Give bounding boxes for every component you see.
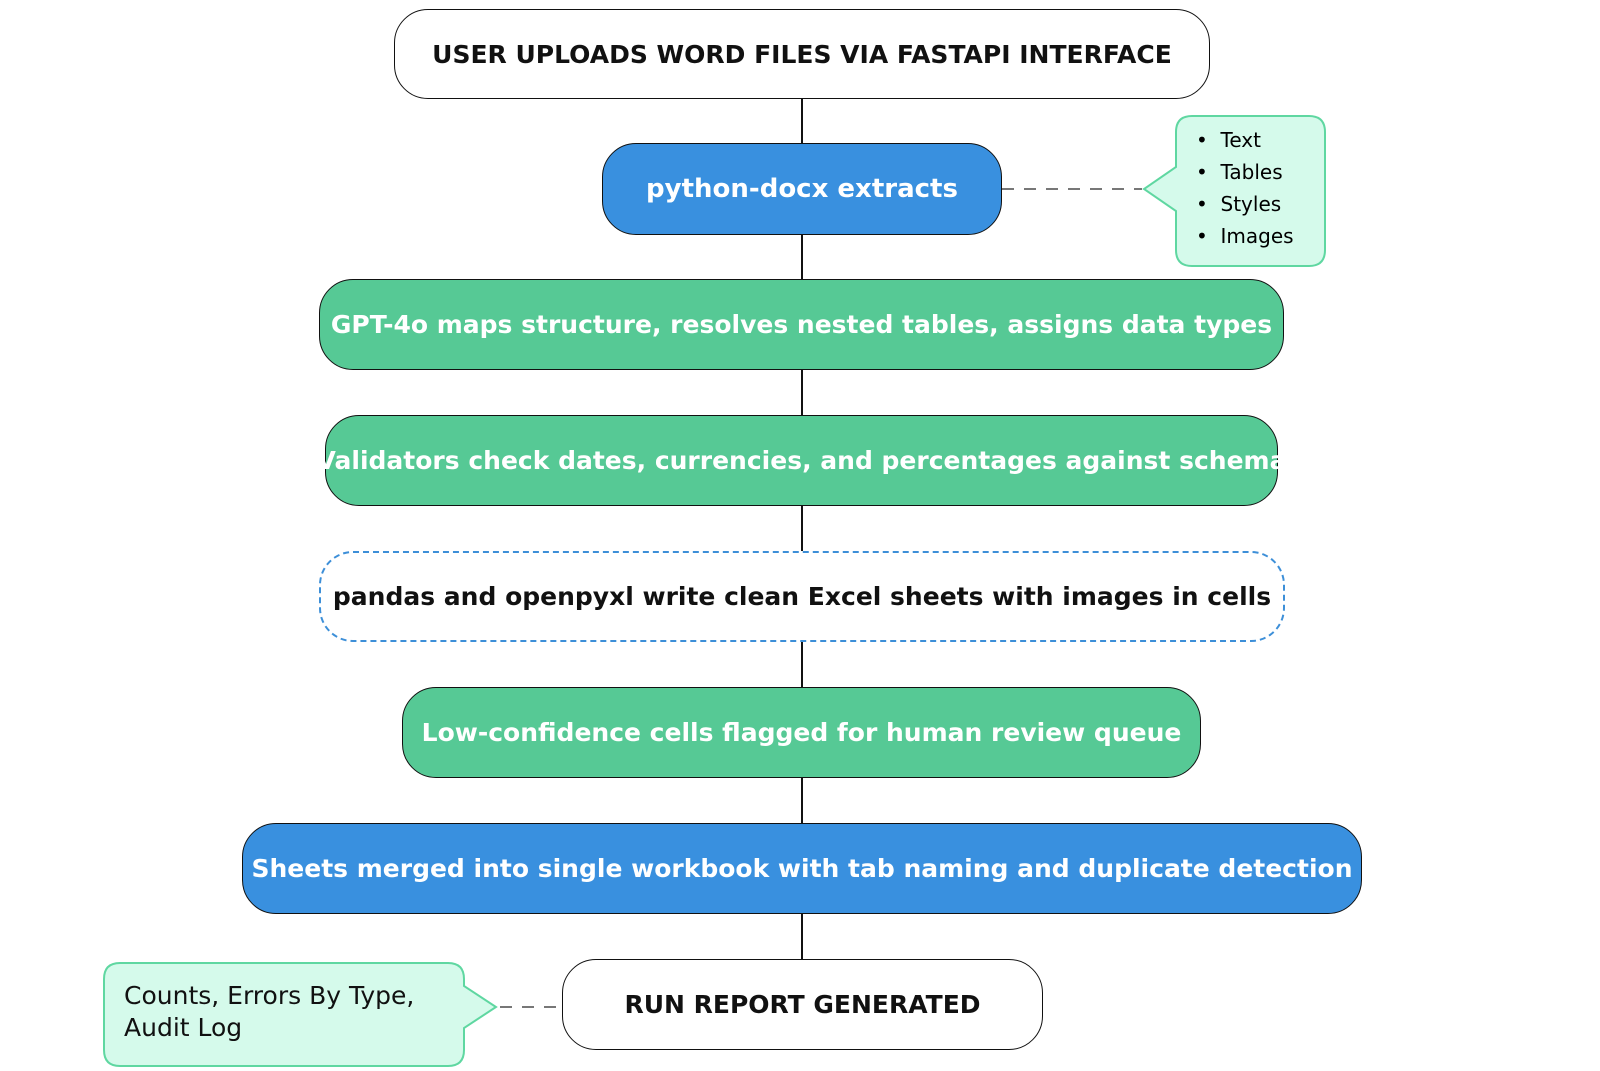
flag-label: Low-confidence cells flagged for human r… (421, 718, 1182, 747)
extract-note-callout (1142, 115, 1326, 267)
extract-note-item: • Text (1196, 128, 1261, 152)
upload-node: USER UPLOADS WORD FILES VIA FASTAPI INTE… (394, 9, 1210, 99)
upload-label: USER UPLOADS WORD FILES VIA FASTAPI INTE… (432, 39, 1172, 69)
extract-note: • Text • Tables • Styles • Images (1196, 124, 1316, 254)
extract-note-list: • Text • Tables • Styles • Images (1196, 124, 1316, 252)
report-node: RUN REPORT GENERATED (562, 959, 1043, 1050)
merge-label: Sheets merged into single workbook with … (251, 854, 1353, 883)
extract-node: python-docx extracts (602, 143, 1002, 235)
write-node: pandas and openpyxl write clean Excel sh… (319, 551, 1285, 642)
map-node: GPT-4o maps structure, resolves nested t… (319, 279, 1284, 370)
extract-label: python-docx extracts (646, 174, 958, 204)
validate-label: Validators check dates, currencies, and … (316, 446, 1287, 475)
report-note-line: Counts, Errors By Type, (124, 981, 415, 1010)
validate-node: Validators check dates, currencies, and … (317, 415, 1286, 506)
report-note-line: Audit Log (124, 1013, 243, 1042)
report-label: RUN REPORT GENERATED (624, 990, 981, 1019)
merge-node: Sheets merged into single workbook with … (242, 823, 1362, 914)
report-note-callout (103, 962, 498, 1067)
flag-node: Low-confidence cells flagged for human r… (402, 687, 1201, 778)
map-label: GPT-4o maps structure, resolves nested t… (330, 310, 1273, 339)
report-note: Counts, Errors By Type, Audit Log (124, 980, 459, 1052)
extract-note-item: • Tables (1196, 160, 1283, 184)
write-label: pandas and openpyxl write clean Excel sh… (332, 582, 1272, 611)
extract-note-item: • Images (1196, 224, 1294, 248)
extract-note-item: • Styles (1196, 192, 1282, 216)
